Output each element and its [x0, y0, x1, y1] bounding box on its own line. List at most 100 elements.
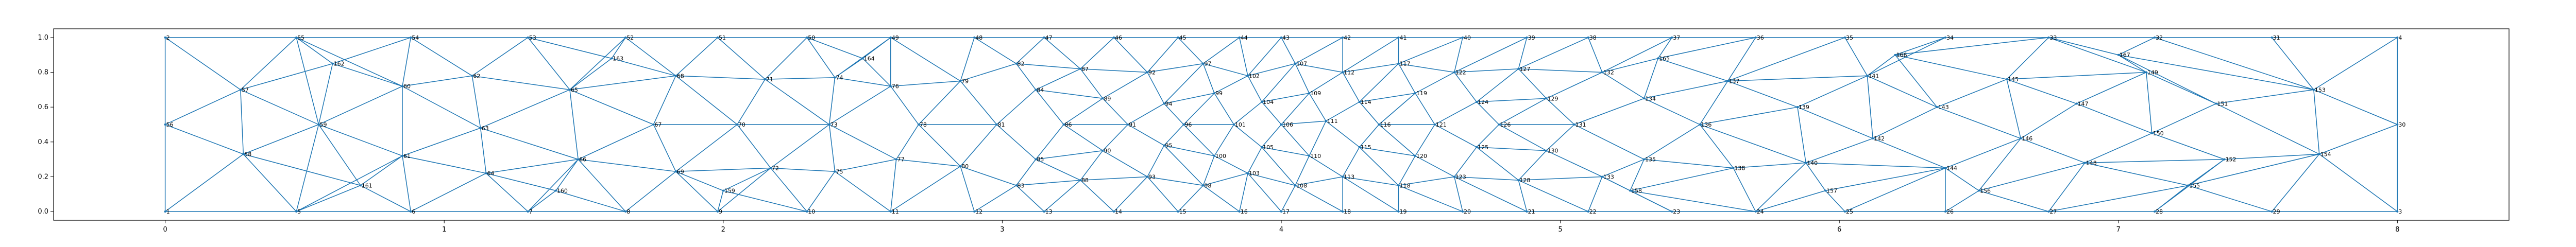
node-label: 150 [2153, 130, 2164, 137]
node-label: 6 [412, 208, 415, 215]
mesh-node [2270, 36, 2273, 39]
mesh-edge [1895, 37, 1946, 56]
mesh-node [1294, 184, 1297, 187]
mesh-edge [1261, 124, 1282, 148]
mesh-edge [1036, 158, 1081, 181]
mesh-edge [1477, 98, 1547, 102]
mesh-edge [402, 85, 481, 129]
mesh-edge [1546, 72, 1603, 99]
node-label: 100 [1215, 153, 1226, 160]
mesh-edge [1518, 176, 1602, 181]
mesh-edge [1643, 58, 1658, 99]
mesh-edge [1518, 180, 1528, 212]
mesh-edge [243, 153, 297, 212]
mesh-node [1866, 75, 1869, 77]
node-label: 141 [1868, 73, 1879, 79]
mesh-node [1261, 146, 1263, 148]
mesh-node [652, 123, 655, 126]
mesh-edge [1499, 124, 1547, 151]
mesh-node [1247, 75, 1249, 77]
node-label: 114 [1361, 99, 1371, 105]
mesh-node [764, 78, 767, 81]
mesh-edge [472, 75, 570, 91]
node-label: 113 [1344, 173, 1354, 180]
mesh-node [1944, 210, 1946, 213]
mesh-node [1308, 154, 1311, 157]
node-label: 138 [1734, 165, 1745, 172]
y-tick-label: 0.6 [38, 103, 48, 111]
mesh-node [568, 89, 571, 91]
mesh-node [1476, 146, 1478, 148]
mesh-edge [1080, 180, 1114, 212]
mesh-edge [318, 85, 403, 125]
mesh-node [1280, 210, 1282, 213]
mesh-edge [2154, 37, 2314, 91]
node-label: 115 [1361, 144, 1371, 151]
mesh-edge [1602, 176, 1631, 191]
mesh-node [295, 210, 298, 213]
mesh-edge [1895, 37, 2049, 56]
mesh-edge [1113, 37, 1148, 73]
mesh-edge [717, 190, 724, 212]
mesh-node [1113, 210, 1115, 213]
node-label: 38 [1589, 34, 1597, 41]
mesh-edge [1113, 176, 1148, 212]
mesh-node [1498, 123, 1500, 126]
mesh-edge [1247, 63, 1296, 77]
mesh-edge [2151, 103, 2216, 134]
mesh-node [2154, 210, 2156, 213]
node-label: 28 [2156, 208, 2163, 215]
mesh-edge [1063, 98, 1103, 125]
node-label: 157 [1826, 188, 1837, 195]
node-label: 22 [1589, 208, 1597, 215]
mesh-edge [1867, 55, 1895, 76]
mesh-edge [765, 79, 830, 125]
node-label: 85 [1037, 156, 1044, 163]
mesh-edge [569, 90, 579, 160]
mesh-node [2215, 102, 2217, 105]
mesh-node [1163, 102, 1165, 105]
mesh-node [1342, 36, 1344, 39]
mesh-edge [1183, 124, 1215, 156]
node-label: 95 [1165, 143, 1173, 149]
mesh-edge [480, 128, 487, 173]
mesh-edge [1755, 162, 1806, 212]
node-label: 66 [579, 156, 586, 163]
mesh-edge [569, 75, 676, 91]
mesh-edge [806, 171, 836, 212]
node-label: 147 [2078, 100, 2089, 107]
mesh-edge [486, 172, 556, 191]
node-label: 31 [2273, 34, 2280, 41]
mesh-edge [402, 37, 411, 86]
mesh-edge [1035, 124, 1064, 160]
mesh-edge [835, 58, 863, 78]
node-label: 70 [738, 121, 745, 128]
node-label: 120 [1416, 153, 1427, 160]
mesh-edge [675, 124, 738, 172]
mesh-edge [569, 37, 626, 90]
mesh-edge [1518, 68, 1602, 73]
node-label: 129 [1548, 95, 1558, 102]
mesh-node [1238, 210, 1241, 213]
mesh-edge [480, 128, 579, 160]
mesh-edge [2146, 72, 2216, 104]
mesh-edge [1574, 98, 1645, 125]
mesh-edge [625, 37, 676, 76]
node-label: 154 [2320, 151, 2331, 157]
mesh-node [527, 36, 529, 39]
node-label: 124 [1478, 99, 1488, 105]
x-tick-label: 5 [1558, 226, 1562, 234]
mesh-edge [2006, 37, 2049, 80]
mesh-edge [1546, 124, 1575, 151]
mesh-edge [1700, 107, 1798, 125]
mesh-edge [1476, 124, 1499, 148]
mesh-node [2396, 210, 2399, 213]
mesh-edge [1379, 124, 1416, 156]
mesh-edge [1477, 147, 1547, 151]
mesh-edge [1261, 93, 1310, 102]
y-axis: 0.00.20.40.60.81.0 [38, 34, 54, 216]
node-label: 88 [1081, 177, 1089, 184]
mesh-edge [770, 168, 807, 212]
mesh-node [2396, 123, 2399, 126]
node-label: 94 [1165, 100, 1173, 107]
